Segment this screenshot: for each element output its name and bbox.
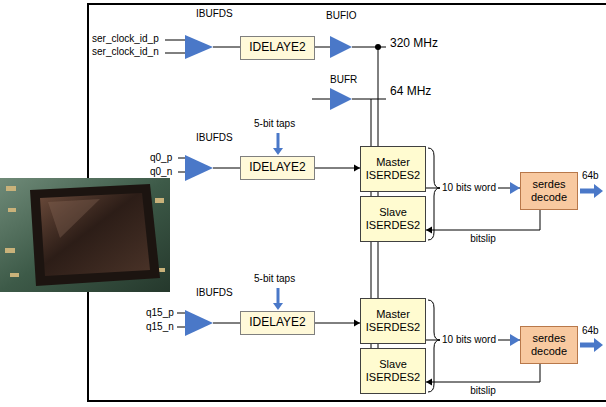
arrow-head xyxy=(510,334,520,346)
chip-package xyxy=(30,184,160,286)
arrow-head xyxy=(273,303,283,310)
connector xyxy=(315,319,360,326)
iserdes-box: Slave ISERDES2 xyxy=(360,348,426,394)
connector-line xyxy=(426,210,540,230)
wire xyxy=(352,99,386,100)
signal-label: BUFR xyxy=(330,74,357,86)
signal-label: 64b xyxy=(582,325,599,337)
signal-label: 64 MHz xyxy=(390,84,431,98)
box-text: Slave ISERDES2 xyxy=(365,358,421,383)
arrow-head xyxy=(273,148,283,155)
signal-label: IBUFDS xyxy=(196,287,233,299)
arrow-head xyxy=(510,182,520,194)
signal-label: IBUFDS xyxy=(196,8,233,20)
pcb-parts xyxy=(5,186,165,277)
signal-label: IBUFDS xyxy=(196,132,233,144)
signal-label: ser_clock_id_p xyxy=(92,33,159,45)
signal-label: ser_clock_id_n xyxy=(92,46,159,58)
tap-arrow xyxy=(277,288,280,303)
box-text: IDELAYE2 xyxy=(249,161,305,175)
signal-label: q15_n xyxy=(146,321,174,333)
box-text: Master ISERDES2 xyxy=(365,156,421,181)
iserdes-box: Master ISERDES2 xyxy=(360,298,426,344)
ibufds-symbol xyxy=(185,35,213,59)
ibufds-symbol xyxy=(185,310,213,336)
box-text: Slave ISERDES2 xyxy=(365,206,421,231)
connector xyxy=(426,334,520,346)
wire xyxy=(213,323,240,324)
signal-label: q0_p xyxy=(150,152,172,164)
idelay-box: IDELAYE2 xyxy=(240,311,315,335)
edge-label: 10 bits word xyxy=(440,182,498,194)
smd-part xyxy=(155,198,164,203)
wire xyxy=(177,327,185,328)
bufio-symbol xyxy=(330,36,352,58)
box-text: Master ISERDES2 xyxy=(365,308,421,333)
wires xyxy=(165,40,440,394)
wire xyxy=(165,40,185,41)
idelay-box: IDELAYE2 xyxy=(240,156,315,180)
signal-label: 320 MHz xyxy=(390,36,438,50)
signal-label: 64b xyxy=(582,170,599,182)
connector xyxy=(426,210,540,234)
smd-part xyxy=(5,248,15,253)
wire xyxy=(178,172,185,173)
buffer-symbols xyxy=(185,35,352,336)
die-glare xyxy=(48,199,100,238)
output-arrow xyxy=(580,343,595,348)
wire xyxy=(315,47,330,48)
wire xyxy=(165,53,185,54)
decode-box: serdes decode xyxy=(520,172,578,210)
wire xyxy=(178,158,185,159)
smd-part xyxy=(6,186,16,191)
signal-label: q0_n xyxy=(150,166,172,178)
chip-photo xyxy=(0,178,170,292)
edge-label: bitslip xyxy=(468,233,498,245)
box-text: serdes decode xyxy=(525,332,573,357)
connector-line xyxy=(315,168,360,169)
connector xyxy=(315,164,360,171)
arrow-heads xyxy=(273,148,603,352)
connector-line xyxy=(315,323,360,324)
bracket xyxy=(428,148,440,240)
tap-arrow xyxy=(277,133,280,148)
connector xyxy=(426,364,540,386)
signal-label: 5-bit taps xyxy=(254,118,295,130)
edge-label: bitslip xyxy=(468,385,498,397)
arrow-head xyxy=(594,184,603,198)
box-text: serdes decode xyxy=(525,178,573,203)
bufr-symbol xyxy=(330,88,352,110)
wire xyxy=(312,99,330,100)
signal-label: BUFIO xyxy=(326,10,357,22)
ibufds-symbol xyxy=(185,155,213,181)
junction-dot xyxy=(375,44,381,50)
chip-die xyxy=(40,193,150,276)
tap-arrows xyxy=(278,133,595,345)
connector-line xyxy=(426,364,540,382)
smd-part xyxy=(10,273,19,277)
idelay-box: IDELAYE2 xyxy=(240,36,315,60)
edge-label: 10 bits word xyxy=(440,334,498,346)
iserdes-box: Slave ISERDES2 xyxy=(360,196,426,242)
box-text: IDELAYE2 xyxy=(249,41,305,55)
smd-part xyxy=(8,208,16,212)
connector xyxy=(426,182,520,194)
signal-label: q15_p xyxy=(146,307,174,319)
wire xyxy=(213,168,240,169)
iserdes-box: Master ISERDES2 xyxy=(360,146,426,192)
signal-label: 5-bit taps xyxy=(254,273,295,285)
pcb-ground xyxy=(0,178,170,292)
wire xyxy=(213,47,240,48)
box-text: IDELAYE2 xyxy=(249,316,305,330)
arrow-head xyxy=(426,378,432,385)
bracket xyxy=(428,300,440,392)
decode-box: serdes decode xyxy=(520,326,578,364)
wire xyxy=(177,313,185,314)
arrow-head xyxy=(426,226,432,233)
arrow-head xyxy=(594,338,603,352)
output-arrow xyxy=(580,189,595,194)
